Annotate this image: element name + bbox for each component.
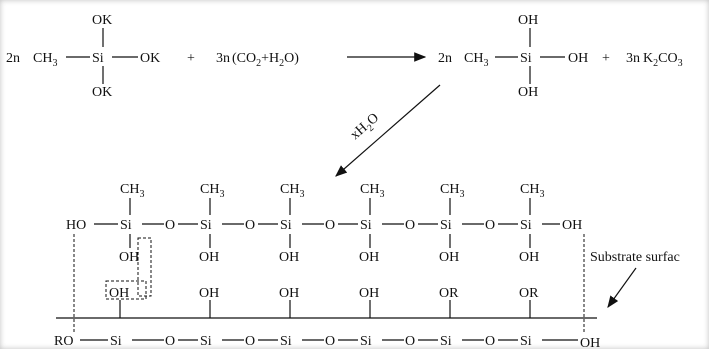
oh-right: OH (568, 51, 588, 66)
oh-bottom: OH (518, 85, 538, 100)
si-atom: Si (520, 218, 532, 233)
substrate-label: Substrate surfac (590, 250, 680, 265)
ch3-group: CH3 (440, 182, 464, 200)
ch3-group: CH3 (200, 182, 224, 200)
si-atom: Si (360, 218, 372, 233)
bridging-o: O (165, 334, 175, 349)
si-atom: Si (200, 334, 212, 349)
oh-top: OH (518, 13, 538, 28)
oh-pendant: OH (279, 250, 299, 265)
ok-bottom: OK (92, 85, 112, 100)
si-atom: Si (520, 334, 532, 349)
water-label: xH2O (348, 111, 384, 146)
ch3-group: CH3 (520, 182, 544, 200)
bridging-o: O (405, 334, 415, 349)
si-atom: Si (360, 334, 372, 349)
plus-sign: + (187, 51, 195, 66)
ch3-group: CH3 (280, 182, 304, 200)
bridging-o: O (485, 334, 495, 349)
oh-pendant: OH (439, 250, 459, 265)
si-atom: Si (520, 51, 532, 66)
dashed-box-oh (105, 280, 147, 300)
bridging-o: O (165, 218, 175, 233)
oh-pendant: OH (119, 250, 139, 265)
bridging-o: O (325, 334, 335, 349)
oh-pendant: OH (199, 250, 219, 265)
ch3-label: CH3 (33, 51, 57, 69)
oh-pendant: OH (519, 250, 539, 265)
bridging-o: O (245, 334, 255, 349)
surface-oh: OH (359, 286, 379, 301)
surface-or: OR (439, 286, 459, 301)
ho-end: HO (66, 218, 86, 233)
oh-end: OH (580, 336, 600, 349)
coef-2n: 2n (6, 51, 20, 66)
ch3-group: CH3 (120, 182, 144, 200)
surface-oh: OH (199, 286, 219, 301)
co2-water: 3n(CO2+H2O) (216, 51, 299, 69)
substrate-arrow (607, 267, 637, 308)
si-atom: Si (440, 334, 452, 349)
si-atom: Si (280, 334, 292, 349)
substrate-layer: RO OH Substrate surfac OH Si OH Si OH Si OH Si O… (54, 250, 680, 349)
reactant-methylsiliconate: 2n CH3 Si OK OK OK (6, 13, 160, 100)
dashed-box-vertical (137, 237, 152, 297)
ch3-label: CH3 (464, 51, 488, 69)
bridging-o: O (485, 218, 495, 233)
ro-end: RO (54, 334, 73, 349)
si-atom: Si (92, 51, 104, 66)
si-atom: Si (120, 218, 132, 233)
ch3-group: CH3 (360, 182, 384, 200)
si-atom: Si (110, 334, 122, 349)
oh-pendant: OH (359, 250, 379, 265)
bridging-o: O (325, 218, 335, 233)
si-atom: Si (200, 218, 212, 233)
surface-oh: OH (279, 286, 299, 301)
condensation-arrow (335, 84, 441, 177)
si-atom: Si (440, 218, 452, 233)
ok-top: OK (92, 13, 112, 28)
bridging-o: O (245, 218, 255, 233)
hydrogen-bond-indicators (73, 234, 585, 333)
si-atom: Si (280, 218, 292, 233)
plus-sign: + (602, 51, 610, 66)
polysiloxane-chain: HO OH CH3SiOHCH3SiOHCH3SiOHCH3SiOHCH3SiO… (66, 182, 582, 265)
bridging-o: O (405, 218, 415, 233)
surface-or: OR (519, 286, 539, 301)
oh-end: OH (562, 218, 582, 233)
product-methylsilanetriol: 2n CH3 Si OH OH OH (438, 13, 588, 100)
coef-2n: 2n (438, 51, 452, 66)
surface-oh: OH (109, 286, 129, 301)
ok-right: OK (140, 51, 160, 66)
